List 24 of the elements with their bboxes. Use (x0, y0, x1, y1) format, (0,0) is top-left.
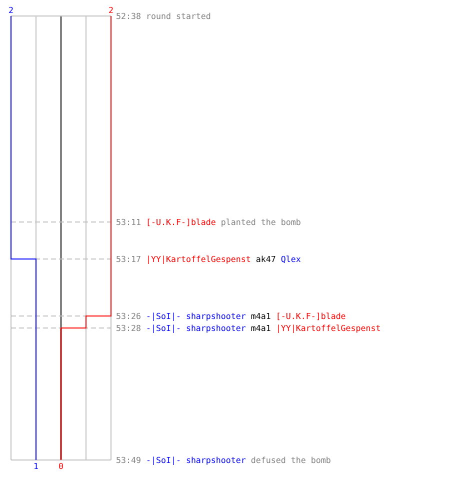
weapon-name: ak47 (256, 254, 276, 264)
event-text: round started (146, 11, 211, 21)
player-name: -|SoI|- sharpshooter (146, 455, 246, 465)
player-name: [-U.K.F-]blade (146, 217, 216, 227)
player-name: [-U.K.F-]blade (276, 311, 346, 321)
weapon-name: m4a1 (250, 323, 271, 333)
timestamp: 52:38 (116, 11, 141, 21)
timestamp: 53:26 (116, 311, 141, 321)
weapon-name: m4a1 (250, 311, 271, 321)
timestamp: 53:28 (116, 323, 141, 333)
timestamp: 53:17 (116, 254, 141, 264)
timestamp: 53:49 (116, 455, 141, 465)
player-name: Qlex (280, 254, 301, 264)
timestamp: 53:11 (116, 217, 141, 227)
count-label: 1 (34, 461, 38, 471)
count-label: 2 (8, 5, 14, 15)
event-text: planted the bomb (220, 217, 301, 227)
player-name: -|SoI|- sharpshooter (146, 311, 246, 321)
player-name: |YY|KartoffelGespenst (276, 323, 381, 333)
player-name: |YY|KartoffelGespenst (146, 254, 251, 264)
player-name: -|SoI|- sharpshooter (146, 323, 246, 333)
count-label: 0 (58, 461, 64, 471)
event-text: defused the bomb (250, 455, 331, 465)
count-label: 2 (108, 5, 114, 15)
